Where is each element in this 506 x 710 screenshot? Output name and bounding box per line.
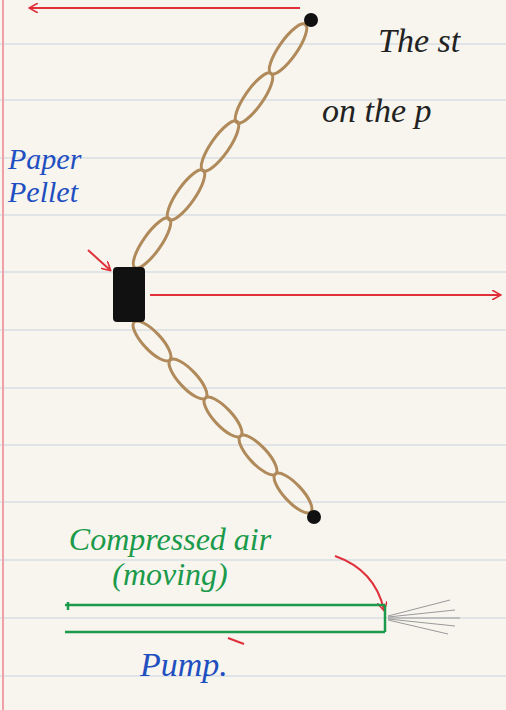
part-label: Pump. <box>140 646 228 683</box>
air-spray <box>388 600 460 634</box>
note-text: The st <box>378 22 460 59</box>
leader-arrow <box>88 250 110 270</box>
part-label: Compressed air (moving) <box>20 522 320 592</box>
margin-line <box>2 0 4 710</box>
force-arrow <box>30 7 300 9</box>
paper-pellet <box>113 267 145 322</box>
ruled-lines <box>0 44 506 676</box>
pump-tube <box>65 602 385 632</box>
note-text: on the p <box>322 92 432 129</box>
motion-arrow <box>150 294 500 296</box>
leader-arrow <box>335 556 384 610</box>
leader-arrow <box>228 638 244 644</box>
part-label: Paper Pellet <box>8 142 128 208</box>
twisted-string <box>127 19 317 518</box>
peg-dot <box>307 510 321 524</box>
peg-dot <box>304 13 318 27</box>
